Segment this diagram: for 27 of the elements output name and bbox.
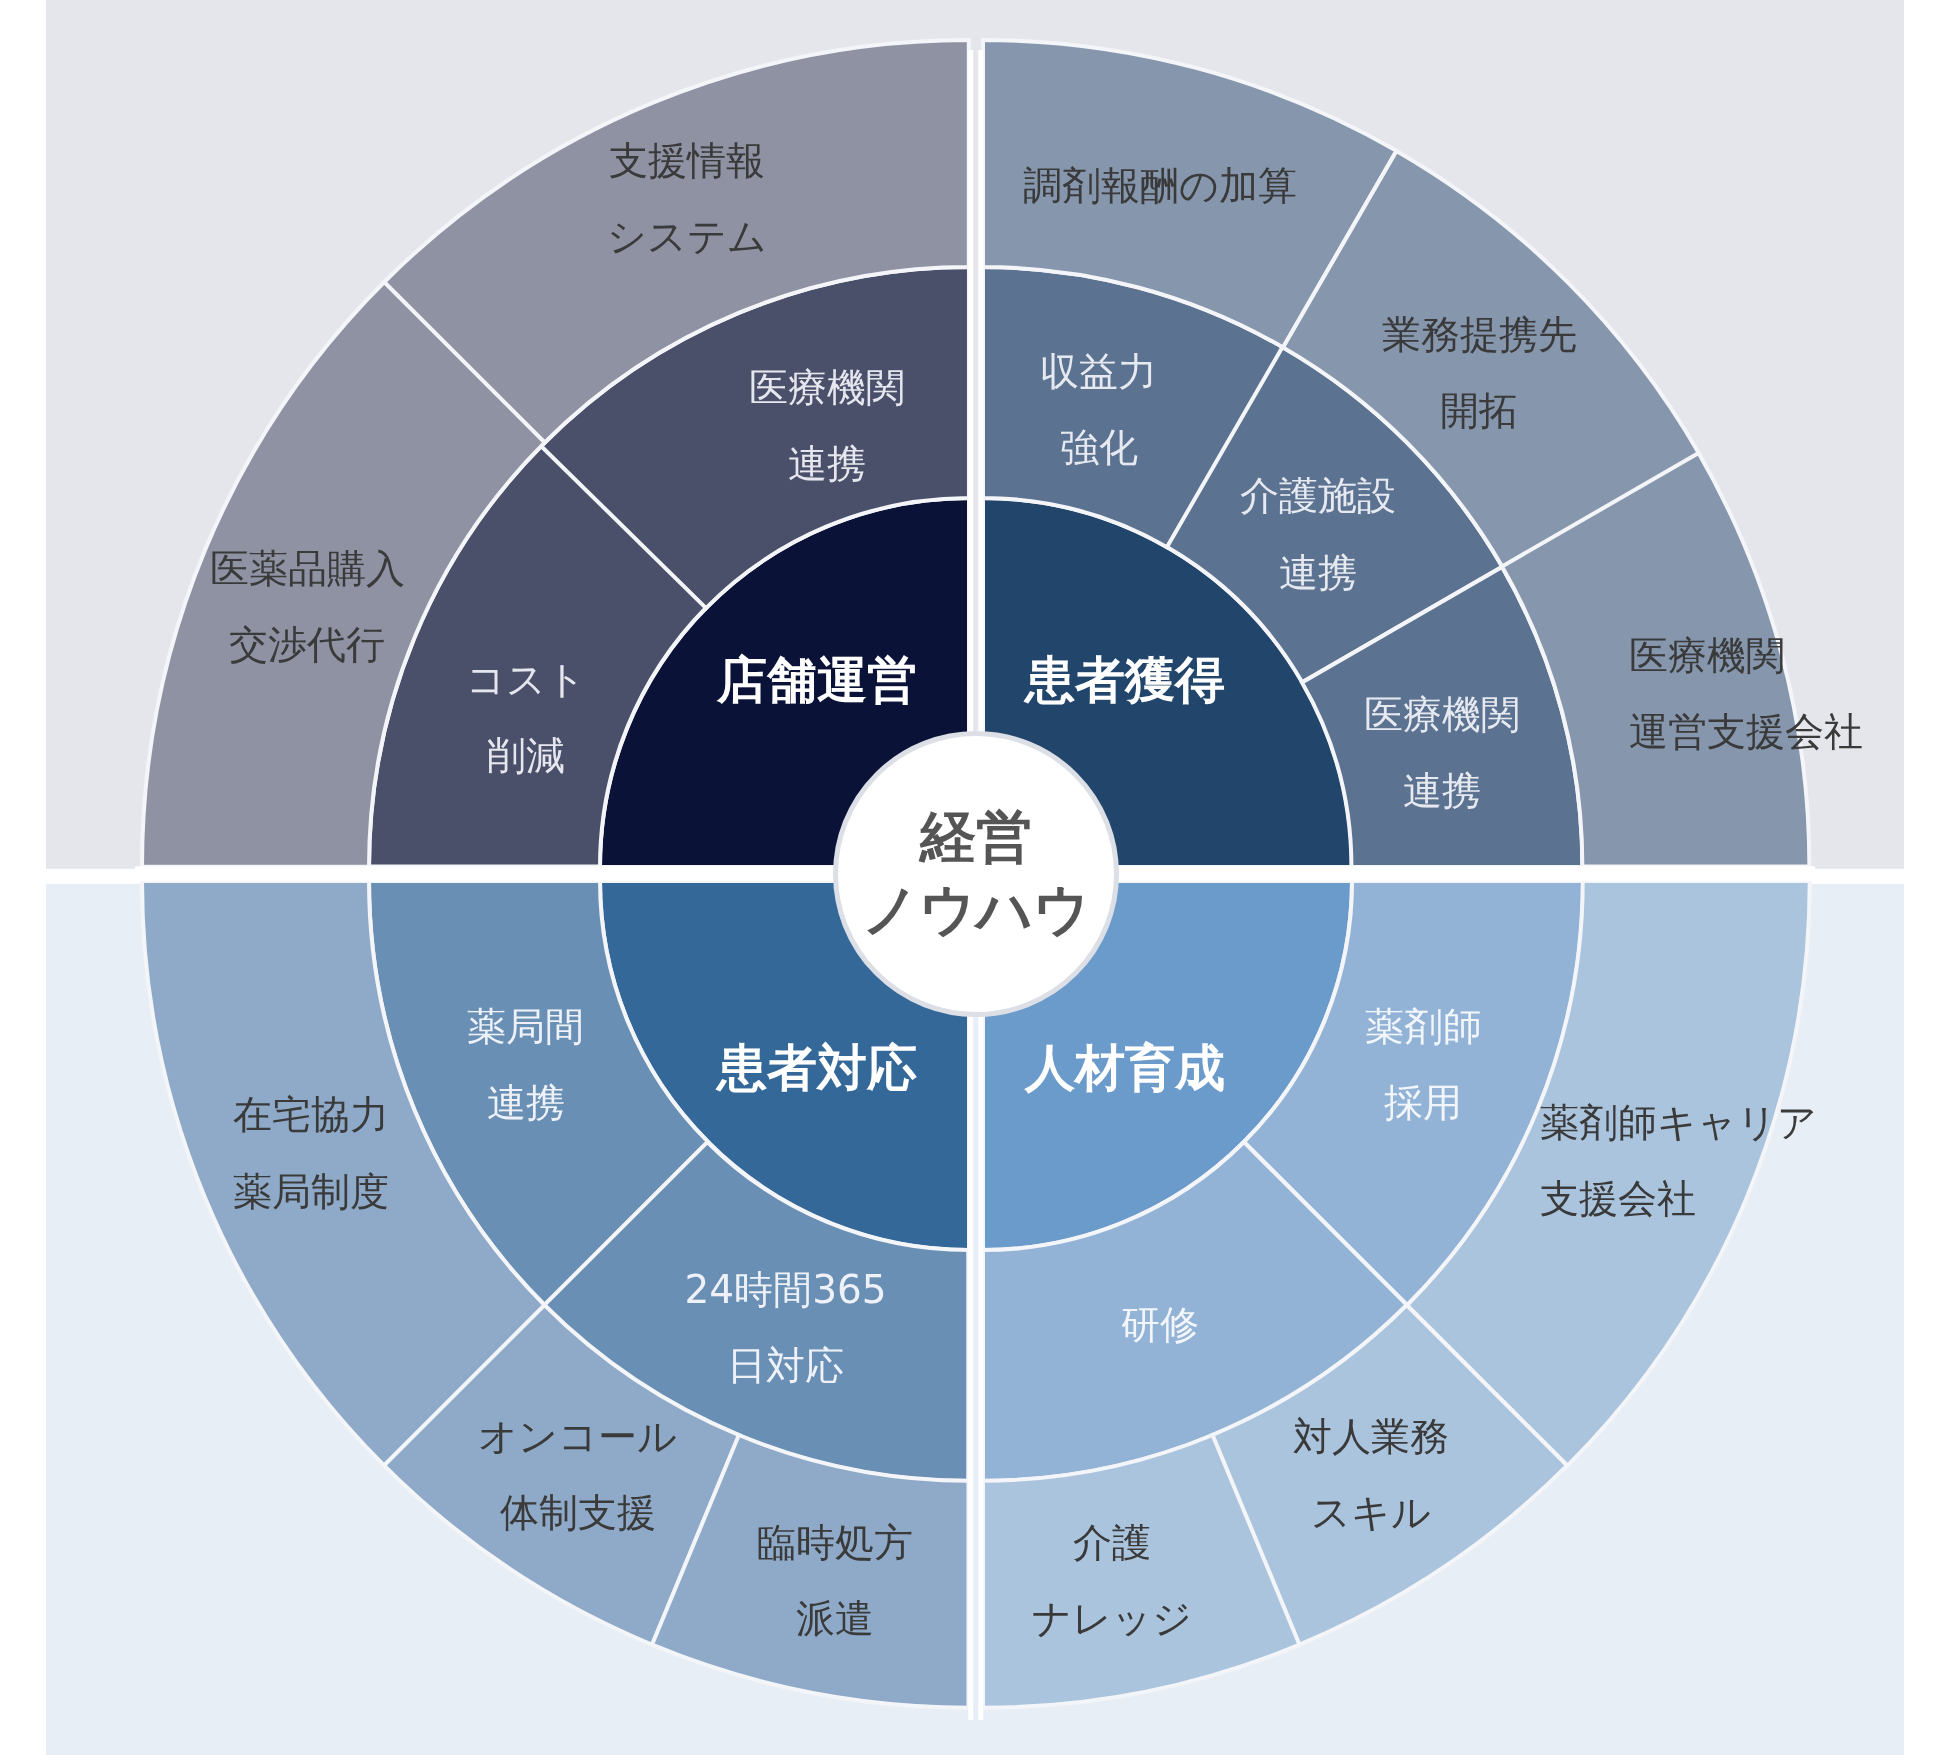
segment-label: 24時間365日対応 xyxy=(684,1265,887,1390)
ring-segment xyxy=(1212,1305,1568,1645)
segment-label: 業務提携先開拓 xyxy=(1381,310,1577,435)
segment-label: 支援情報システム xyxy=(607,136,768,261)
segment-label: 調剤報酬の加算 xyxy=(1022,162,1297,211)
segment-label: 対人業務スキル xyxy=(1293,1413,1449,1538)
segment-label: 薬剤師採用 xyxy=(1364,1003,1482,1128)
segment-heading: 患者獲得 xyxy=(1024,650,1225,712)
segment-label: 医薬品購入交渉代行 xyxy=(209,544,405,669)
segment-label: 在宅協力薬局制度 xyxy=(232,1091,389,1216)
segment-heading: 店舗運営 xyxy=(716,650,917,712)
segment-label: オンコール体制支援 xyxy=(478,1413,678,1538)
center-heading: 経営ノウハウ xyxy=(861,802,1090,944)
segment-label: 臨時処方派遣 xyxy=(757,1519,914,1644)
segment-label: コスト削減 xyxy=(465,656,586,781)
segment-label: 医療機関連携 xyxy=(1363,691,1520,816)
segment-label: 医療機関連携 xyxy=(748,364,905,489)
segment-label: 介護施設連携 xyxy=(1239,472,1396,597)
segment-heading: 人材育成 xyxy=(1024,1037,1225,1099)
segment-label: 薬剤師キャリア支援会社 xyxy=(1539,1098,1817,1223)
segment-label: 研修 xyxy=(1120,1301,1199,1349)
segment-label: 収益力強化 xyxy=(1040,348,1158,473)
segment-label: 薬局間連携 xyxy=(467,1003,585,1128)
ring-segment xyxy=(982,1141,1407,1481)
ring-segment xyxy=(383,39,969,443)
segment-label: 介護ナレッジ xyxy=(1032,1519,1193,1644)
segment-heading: 患者対応 xyxy=(716,1037,917,1099)
